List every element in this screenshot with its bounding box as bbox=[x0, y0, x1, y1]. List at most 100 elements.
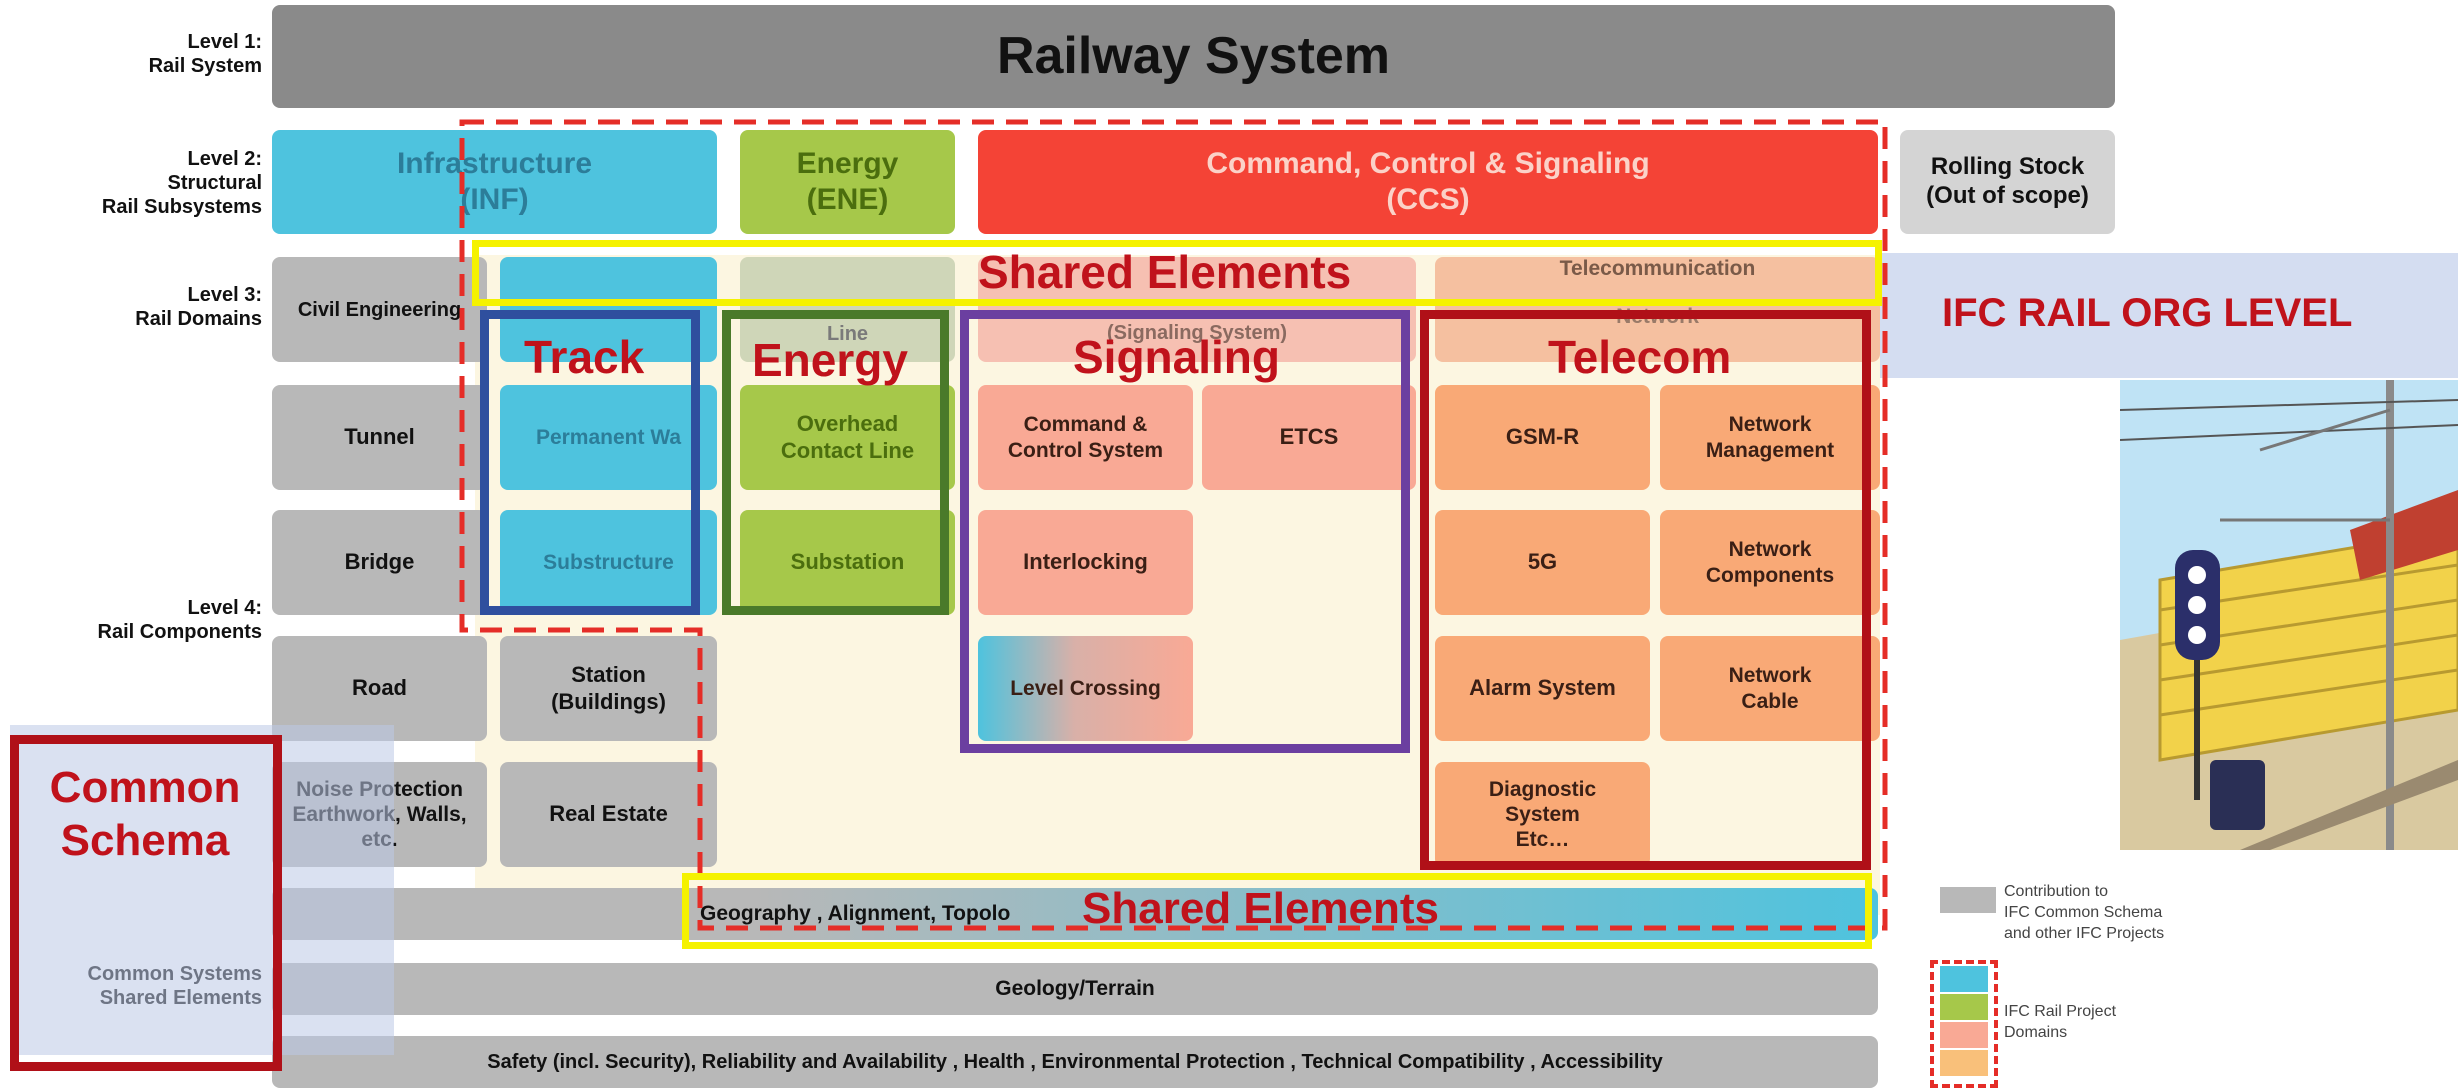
geography-alignment-label: Geography , Alignment, Topolo bbox=[700, 902, 1011, 926]
diagnostic-line-1: Diagnostic bbox=[1488, 777, 1597, 801]
energy-box: Energy (ENE) bbox=[740, 130, 955, 234]
noise-protection-line-1: Noise Protection bbox=[296, 777, 463, 801]
infrastructure-title: Infrastructure bbox=[396, 147, 593, 180]
legend-orange-swatch bbox=[1940, 1050, 1988, 1076]
network-components-line-2: Components bbox=[1705, 563, 1835, 587]
level-3-title: Level 3: bbox=[187, 284, 262, 306]
legend-gray-line-3: and other IFC Projects bbox=[2004, 924, 2165, 942]
signaling-label: Signaling bbox=[1073, 331, 1280, 383]
legend-domains-line-2: Domains bbox=[2004, 1023, 2068, 1041]
noise-protection-line-3: etc. bbox=[361, 828, 398, 852]
common-schema-line-1: Common bbox=[49, 763, 241, 812]
ccs-component-line-2: Control System bbox=[1007, 438, 1164, 462]
command-control-system-box: Command & Control System bbox=[978, 385, 1193, 490]
level-1-title: Level 1: bbox=[187, 31, 262, 53]
rolling-stock-box: Rolling Stock (Out of scope) bbox=[1900, 130, 2115, 234]
level-4-label: Level 4: Rail Components bbox=[0, 596, 262, 644]
geography-alignment-bar: Geography , Alignment, Topolo bbox=[272, 888, 1878, 940]
substation-box: Substation bbox=[740, 510, 955, 615]
five-g-box: 5G bbox=[1435, 510, 1650, 615]
diagnostic-line-3: Etc… bbox=[1515, 828, 1570, 852]
geology-terrain-bar: Geology/Terrain bbox=[272, 963, 1878, 1015]
ccs-abbr: (CCS) bbox=[1386, 183, 1470, 216]
legend-green-swatch bbox=[1940, 994, 1988, 1020]
civil-engineering-box: Civil Engineering bbox=[272, 257, 487, 362]
infrastructure-abbr: (INF) bbox=[460, 183, 529, 216]
road-box: Road bbox=[272, 636, 487, 741]
legend-domain-swatches bbox=[1930, 960, 1998, 1088]
level-2-label: Level 2: Structural Rail Subsystems bbox=[0, 147, 262, 219]
network-cable-line-1: Network bbox=[1728, 664, 1812, 688]
common-systems-label: Common Systems Shared Elements bbox=[0, 962, 263, 1010]
infrastructure-box: Infrastructure (INF) bbox=[272, 130, 717, 234]
overhead-line-2: Contact Line bbox=[780, 437, 915, 463]
legend-gray-swatch bbox=[1940, 887, 1996, 913]
network-label: Network bbox=[1616, 304, 1699, 328]
legend-gray-line-2: IFC Common Schema bbox=[2004, 903, 2163, 921]
legend-blue-swatch bbox=[1940, 966, 1988, 992]
diagnostic-line-2: System bbox=[1505, 802, 1580, 826]
station-box: Station (Buildings) bbox=[500, 636, 717, 741]
network-cable-box: Network Cable bbox=[1660, 636, 1880, 741]
network-components-line-1: Network bbox=[1728, 538, 1812, 562]
etcs-box: ETCS bbox=[1202, 385, 1416, 490]
network-components-box: Network Components bbox=[1660, 510, 1880, 615]
shared-elements-bottom-label: Shared Elements bbox=[1082, 884, 1440, 933]
permanent-way-box: Permanent Wa bbox=[500, 385, 717, 490]
ifc-rail-org-level-label: IFC RAIL ORG LEVEL bbox=[1942, 291, 2353, 335]
network-management-line-2: Management bbox=[1705, 438, 1835, 462]
ccs-box: Command, Control & Signaling (CCS) bbox=[978, 130, 1878, 234]
catenary-signal-illustration bbox=[2120, 380, 2458, 850]
legend-gray-line-1: Contribution to bbox=[2004, 883, 2109, 900]
alarm-system-box: Alarm System bbox=[1435, 636, 1650, 741]
legend-domains-line-1: IFC Rail Project bbox=[2004, 1003, 2117, 1020]
level-3-subtitle: Rail Domains bbox=[135, 308, 262, 330]
rolling-stock-note: (Out of scope) bbox=[1926, 182, 2089, 209]
station-line-2: (Buildings) bbox=[551, 688, 666, 714]
overhead-line-1: Overhead bbox=[796, 411, 899, 437]
level-4-subtitle: Rail Components bbox=[97, 621, 262, 643]
noise-protection-box: Noise Protection Earthwork, Walls, etc. bbox=[272, 762, 487, 867]
safety-bar: Safety (incl. Security), Reliability and… bbox=[272, 1036, 1878, 1088]
level-1-subtitle: Rail System bbox=[148, 55, 262, 77]
energy-abbr: (ENE) bbox=[806, 183, 889, 216]
real-estate-box: Real Estate bbox=[500, 762, 717, 867]
network-cable-line-2: Cable bbox=[1741, 689, 1799, 713]
ccs-title: Command, Control & Signaling bbox=[1206, 147, 1650, 180]
substructure-box: Substructure bbox=[500, 510, 717, 615]
diagnostic-system-box: Diagnostic System Etc… bbox=[1435, 762, 1650, 867]
common-schema-label: Common Schema bbox=[30, 762, 260, 868]
track-label: Track bbox=[524, 331, 645, 383]
energy-label: Energy bbox=[752, 334, 908, 386]
legend-salmon-swatch bbox=[1940, 1022, 1988, 1048]
tunnel-box: Tunnel bbox=[272, 385, 487, 490]
level-3-label: Level 3: Rail Domains bbox=[0, 283, 262, 331]
legend-domains-text: IFC Rail Project Domains bbox=[2004, 1002, 2116, 1044]
network-management-box: Network Management bbox=[1660, 385, 1880, 490]
gsm-r-box: GSM-R bbox=[1435, 385, 1650, 490]
telecommunication-label: Telecommunication bbox=[1559, 257, 1756, 281]
overhead-contact-line-box: Overhead Contact Line bbox=[740, 385, 955, 490]
telecom-label: Telecom bbox=[1548, 331, 1732, 383]
station-line-1: Station bbox=[571, 662, 646, 688]
common-schema-line-2: Schema bbox=[60, 815, 230, 865]
level-1-label: Level 1: Rail System bbox=[0, 30, 262, 78]
noise-protection-line-2: Earthwork, Walls, bbox=[292, 802, 467, 826]
bridge-box: Bridge bbox=[272, 510, 487, 615]
legend-gray-text: Contribution to IFC Common Schema and ot… bbox=[2004, 882, 2164, 944]
level-crossing-box: Level Crossing bbox=[978, 636, 1193, 741]
ccs-component-line-1: Command & bbox=[1023, 413, 1148, 437]
level-2-title: Level 2: bbox=[187, 148, 262, 170]
level-2-subtitle-1: Structural bbox=[167, 172, 262, 194]
shared-elements-top-label: Shared Elements bbox=[978, 246, 1352, 298]
interlocking-box: Interlocking bbox=[978, 510, 1193, 615]
rolling-stock-title: Rolling Stock bbox=[1930, 153, 2085, 181]
level-4-title: Level 4: bbox=[187, 597, 262, 619]
railway-system-box: Railway System bbox=[272, 5, 2115, 108]
level-2-subtitle-2: Rail Subsystems bbox=[101, 196, 262, 218]
common-systems-line-1: Common Systems bbox=[87, 963, 263, 985]
common-systems-line-2: Shared Elements bbox=[99, 987, 262, 1009]
network-management-line-1: Network bbox=[1728, 413, 1812, 437]
energy-title: Energy bbox=[796, 147, 899, 180]
